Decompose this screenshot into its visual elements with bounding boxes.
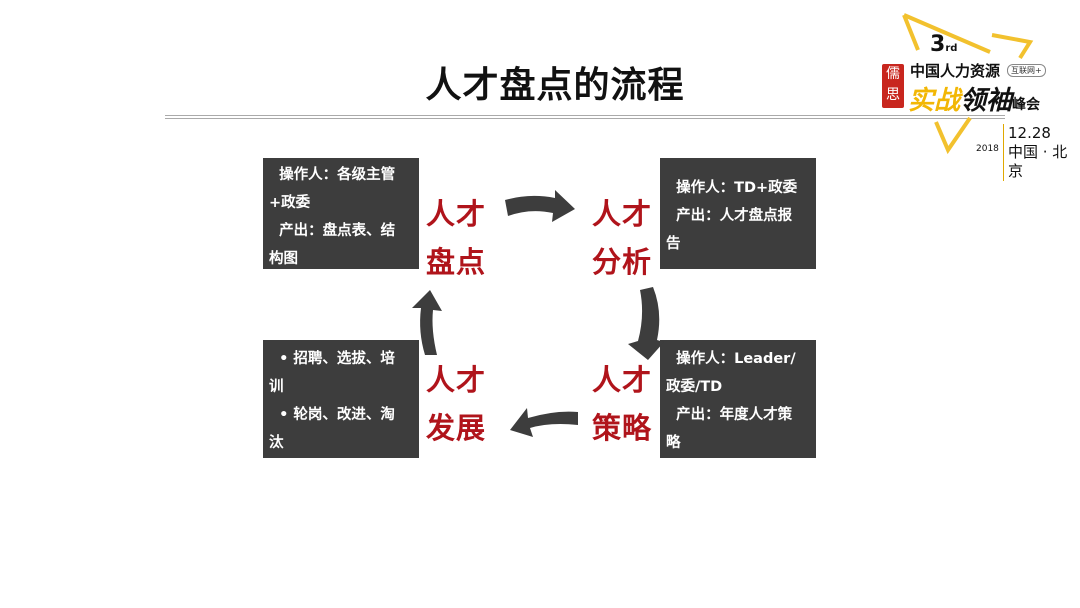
year: 2018 [976,144,999,154]
stage-label-strategy: 人才策略 [592,356,652,452]
box-line: 操作人：各级主管 [269,167,396,183]
box-line: 操作人：TD+政委 [666,180,798,196]
logo-triangles [902,13,1034,155]
arrow-right-icon [505,190,575,222]
label-line: 发展 [426,411,487,445]
divider [165,115,1005,116]
stage-box-strategy: 操作人：Leader/政委/TD 产出：年度人才策略 [660,340,816,458]
label-line: 人才 [592,363,653,397]
box-line: • 轮岗、改进、淘 [269,407,395,423]
box-line: 汰 [269,435,284,451]
stage-label-development: 人才发展 [426,356,486,452]
date: 12.28 [1008,124,1051,142]
logo-line2-yellow: 实战 [908,86,961,116]
logo-line2: 实战领袖峰会 [908,80,1040,117]
stage-box-analysis: 操作人：TD+政委 产出：人才盘点报告 [660,158,816,269]
label-line: 人才 [426,363,487,397]
box-line: 政委/TD [666,379,723,395]
arrow-up-icon [412,290,442,355]
edition: 3rd [930,32,957,57]
box-line: 略 [666,435,681,451]
box-line: 构图 [269,251,298,267]
box-line: 产出：年度人才策 [666,407,793,423]
box-line: 产出：盘点表、结 [269,223,396,239]
box-line: 操作人：Leader/ [666,351,796,367]
logo-line1: 中国人力资源 [910,62,1001,80]
stage-label-analysis: 人才分析 [592,190,652,286]
stage-box-development: • 招聘、选拔、培训 • 轮岗、改进、淘汰 [263,340,419,458]
stage-box-inventory: 操作人：各级主管 +政委 产出：盘点表、结构图 [263,158,419,269]
edition-number: 3 [930,32,946,57]
label-line: 分析 [592,245,653,279]
box-line: 告 [666,236,681,252]
label-line: 人才 [426,197,487,231]
logo-line2-small: 峰会 [1012,97,1041,113]
box-line: • 招聘、选拔、培 [269,351,395,367]
box-line: +政委 [269,195,311,211]
edition-suffix: rd [945,43,958,54]
seal-logo: 儒思 [882,64,904,108]
stage-label-inventory: 人才盘点 [426,190,486,286]
logo-line2-black: 领袖 [960,86,1013,116]
arrow-down-icon [628,287,664,360]
arrow-left-icon [510,408,578,437]
box-line: 产出：人才盘点报 [666,208,793,224]
label-line: 策略 [592,411,653,445]
logo-tag: 互联网+ [1007,64,1046,77]
place: 中国 · 北京 [1008,143,1068,180]
label-line: 人才 [592,197,653,231]
page-title: 人才盘点的流程 [425,65,685,106]
box-line: 训 [269,379,284,395]
divider [165,118,1005,119]
label-line: 盘点 [426,245,487,279]
